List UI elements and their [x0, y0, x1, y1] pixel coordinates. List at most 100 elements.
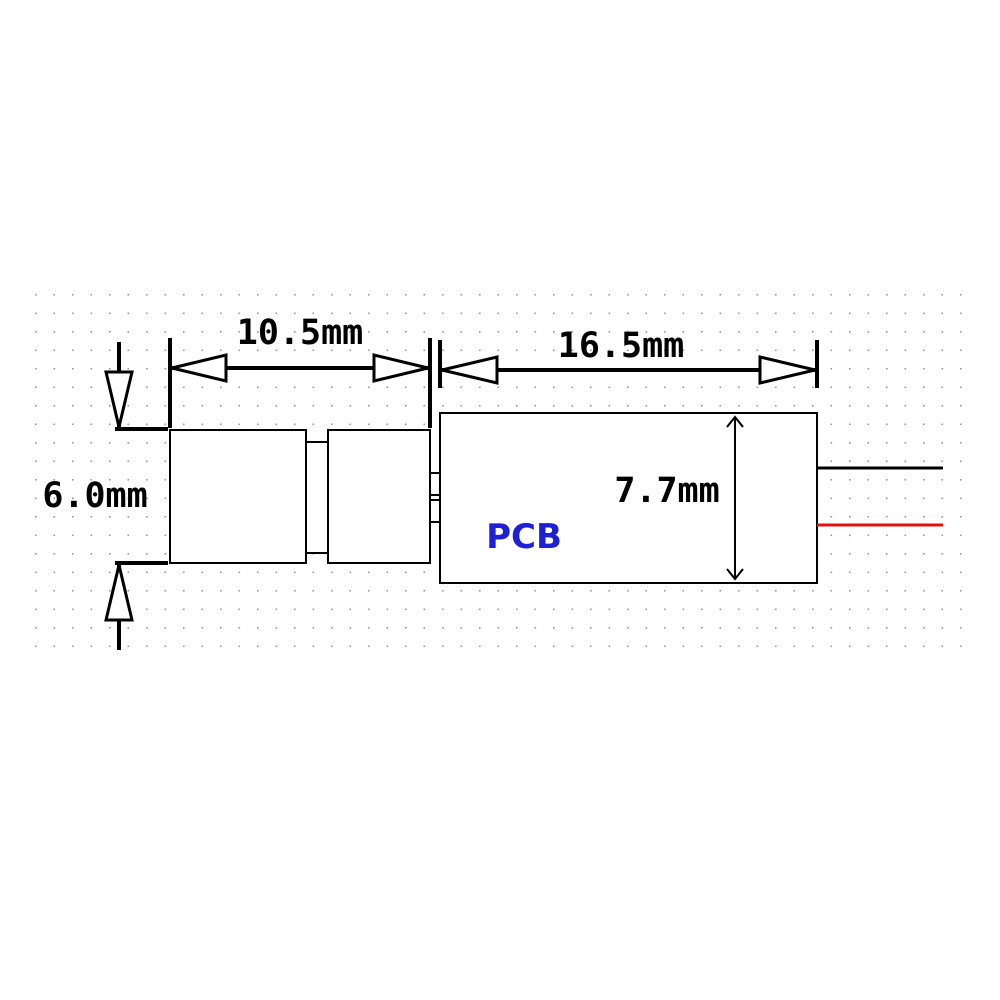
grid-dot	[146, 368, 148, 370]
grid-dot	[331, 331, 333, 333]
grid-dot	[127, 331, 130, 333]
grid-dot	[127, 423, 130, 426]
grid-dot	[72, 423, 74, 426]
grid-dot	[312, 627, 315, 629]
grid-dot	[830, 294, 833, 296]
grid-dot	[904, 534, 907, 537]
grid-dot	[442, 590, 444, 592]
grid-dot	[109, 294, 111, 296]
grid-dot	[775, 405, 777, 407]
grid-dot	[941, 368, 944, 370]
grid-dot	[90, 423, 93, 426]
grid-dot	[886, 571, 888, 574]
grid-dot	[109, 331, 111, 333]
grid-dot	[719, 312, 722, 315]
grid-dot	[849, 294, 851, 296]
grid-dot	[257, 349, 259, 352]
grid-dot	[775, 294, 777, 296]
grid-dot	[775, 590, 777, 592]
grid-dot	[923, 331, 925, 333]
grid-dot	[867, 442, 870, 444]
grid-dot	[127, 479, 130, 481]
grid-dot	[53, 516, 56, 518]
grid-dot	[497, 312, 500, 315]
grid-dot	[109, 442, 111, 444]
grid-dot	[127, 460, 130, 463]
grid-dot	[442, 349, 444, 352]
grid-dot	[682, 349, 685, 352]
grid-dot	[923, 553, 925, 555]
grid-dot	[608, 386, 611, 389]
grid-dot	[127, 645, 130, 648]
grid-dot	[72, 590, 74, 592]
grid-dot	[793, 590, 796, 592]
grid-dot	[534, 608, 537, 611]
grid-dot	[923, 405, 925, 407]
grid-dot	[257, 627, 259, 629]
grid-dot	[90, 608, 93, 611]
grid-dot	[35, 627, 37, 629]
grid-dot	[460, 349, 463, 352]
grid-dot	[830, 405, 833, 407]
grid-dot	[738, 645, 740, 648]
grid-dot	[294, 386, 296, 389]
grid-dot	[257, 386, 259, 389]
grid-dot	[682, 627, 685, 629]
grid-dot	[960, 386, 962, 389]
grid-dot	[90, 645, 93, 648]
grid-dot	[349, 386, 352, 389]
grid-dot	[534, 590, 537, 592]
grid-dot	[109, 645, 111, 648]
grid-dot	[183, 405, 185, 407]
grid-dot	[886, 497, 888, 500]
grid-dot	[312, 645, 315, 648]
grid-dot	[312, 423, 315, 426]
grid-dot	[53, 645, 56, 648]
grid-dot	[442, 608, 444, 611]
grid-dot	[923, 627, 925, 629]
grid-dot	[109, 368, 111, 370]
grid-dot	[590, 645, 592, 648]
grid-dot	[238, 571, 241, 574]
grid-dot	[294, 312, 296, 315]
grid-dot	[349, 294, 352, 296]
grid-dot	[349, 645, 352, 648]
grid-dot	[386, 571, 389, 574]
grid-dot	[146, 386, 148, 389]
grid-dot	[127, 442, 130, 444]
grid-dot	[294, 331, 296, 333]
grid-dot	[220, 590, 222, 592]
grid-dot	[960, 368, 962, 370]
grid-dot	[701, 590, 703, 592]
grid-dot	[386, 349, 389, 352]
grid-dot	[849, 479, 851, 481]
grid-dot	[331, 645, 333, 648]
grid-dot	[867, 590, 870, 592]
grid-dot	[849, 442, 851, 444]
grid-dot	[904, 497, 907, 500]
grid-dot	[368, 386, 370, 389]
grid-dot	[331, 405, 333, 407]
grid-dot	[664, 386, 666, 389]
grid-dot	[275, 608, 278, 611]
grid-dot	[220, 349, 222, 352]
grid-dot	[923, 368, 925, 370]
grid-dot	[627, 405, 629, 407]
grid-dot	[775, 608, 777, 611]
grid-dot	[220, 627, 222, 629]
grid-dot	[719, 386, 722, 389]
grid-dot	[53, 442, 56, 444]
grid-dot	[349, 312, 352, 315]
grid-dot	[867, 645, 870, 648]
grid-dot	[941, 423, 944, 426]
grid-dot	[90, 479, 93, 481]
grid-dot	[72, 571, 74, 574]
grid-dot	[35, 386, 37, 389]
grid-dot	[590, 608, 592, 611]
grid-dot	[849, 331, 851, 333]
grid-dot	[90, 553, 93, 555]
grid-dot	[738, 590, 740, 592]
grid-dot	[793, 405, 796, 407]
grid-dot	[756, 590, 759, 592]
grid-dot	[719, 627, 722, 629]
